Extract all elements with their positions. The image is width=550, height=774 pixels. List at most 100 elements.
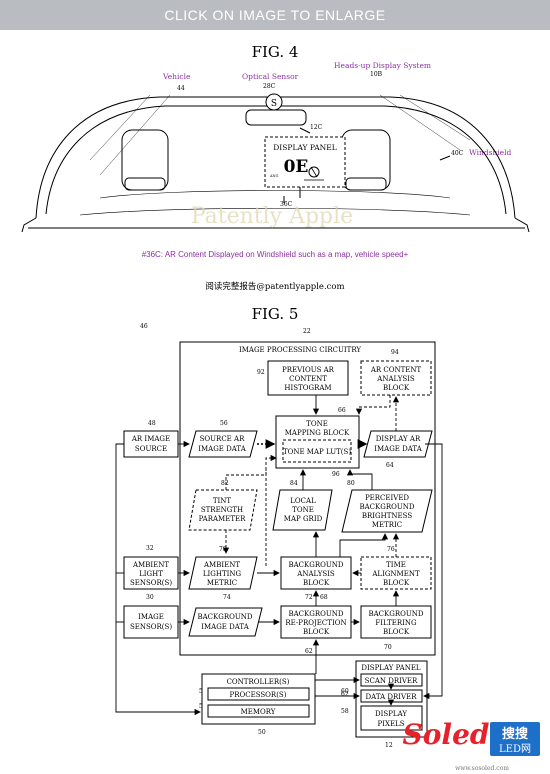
svg-text:92: 92 (257, 369, 265, 376)
svg-text:10B: 10B (370, 71, 383, 78)
svg-text:72: 72 (305, 594, 313, 601)
svg-text:40C: 40C (451, 150, 464, 157)
svg-text:12C: 12C (310, 124, 323, 131)
svg-text:64: 64 (386, 462, 394, 469)
svg-text:DISPLAY PANEL: DISPLAY PANEL (361, 664, 421, 672)
svg-text:66: 66 (338, 407, 346, 414)
svg-text:60: 60 (341, 688, 349, 695)
svg-text:46: 46 (140, 323, 148, 330)
svg-text:94: 94 (391, 349, 399, 356)
svg-text:84: 84 (290, 480, 298, 487)
vehicle-label: Vehicle (162, 72, 191, 81)
svg-text:80: 80 (347, 480, 355, 487)
memory-label: MEMORY (241, 708, 276, 716)
optical-sensor-label: Optical Sensor (242, 72, 299, 81)
svg-text:CONTROLLER(S): CONTROLLER(S) (227, 678, 290, 686)
source-line[interactable]: 阅读完整报告@patentlyapple.com (205, 281, 344, 292)
svg-text:28C: 28C (263, 83, 276, 90)
svg-text:74: 74 (223, 594, 231, 601)
svg-text:50: 50 (258, 729, 266, 736)
svg-text:32: 32 (146, 545, 154, 552)
optical-sensor: S (265, 93, 283, 111)
speed-unit: ANG (269, 174, 279, 178)
sensor-glyph: S (271, 99, 277, 109)
svg-text:30: 30 (146, 594, 154, 601)
fig4-refs: 44 28C 10B 40C 12C 36C (177, 71, 464, 208)
processor-label: PROCESSOR(S) (230, 691, 287, 699)
svg-text:12: 12 (385, 742, 393, 749)
windshield-label: Windshield (469, 148, 512, 157)
svg-text:62: 62 (305, 648, 313, 655)
svg-text:96: 96 (332, 471, 340, 478)
svg-text:44: 44 (177, 85, 185, 92)
enlarge-banner[interactable]: CLICK ON IMAGE TO ENLARGE (0, 0, 550, 30)
map-pin-icon (308, 166, 320, 178)
svg-text:48: 48 (148, 420, 156, 427)
speed-readout: 0E (284, 157, 309, 177)
fig4-title: FIG. 4 (252, 43, 299, 61)
hud-system-label: Heads-up Display System (334, 61, 431, 70)
fig5-refs: 46 22 92 94 66 48 56 64 96 82 84 80 32 7… (140, 323, 399, 749)
data-driver-label: DATA DRIVER (366, 693, 418, 701)
svg-text:70: 70 (384, 644, 392, 651)
svg-text:62: 62 (341, 691, 349, 698)
logo-brand: Soled (403, 718, 490, 751)
logo-cn: 搜搜 (502, 726, 529, 742)
svg-text:82: 82 (221, 480, 229, 487)
connectors (115, 395, 443, 716)
svg-text:22: 22 (303, 328, 311, 335)
svg-text:58: 58 (341, 708, 349, 715)
soled-logo[interactable]: Soled 搜搜 LED网 www.sosoled.com (403, 718, 540, 772)
block-display-panel: DISPLAY PANEL SCAN DRIVER DATA DRIVER DI… (355, 660, 428, 738)
fig4-caption: #36C: AR Content Displayed on Windshield… (142, 250, 409, 259)
watermark: Patently Apple (191, 204, 353, 229)
svg-text:76: 76 (387, 546, 395, 553)
patent-figure[interactable]: FIG. 4 Vehicle Optical Sensor Heads-up D… (0, 30, 550, 774)
svg-text:36C: 36C (280, 201, 293, 208)
svg-text:56: 56 (220, 420, 228, 427)
hud-display-panel: DISPLAY PANEL 0E ANG (264, 136, 346, 188)
fig4-labels: Vehicle Optical Sensor Heads-up Display … (162, 61, 512, 157)
display-panel-label: DISPLAY PANEL (273, 143, 336, 152)
block-controllers: CONTROLLER(S) PROCESSOR(S) MEMORY (201, 673, 316, 725)
logo-url: www.sosoled.com (455, 765, 509, 772)
svg-text:TONE MAP LUT(S): TONE MAP LUT(S) (283, 448, 351, 456)
logo-cn2: LED网 (499, 743, 531, 755)
fig5-title: FIG. 5 (252, 305, 299, 323)
image-processing-circuitry (179, 341, 436, 656)
